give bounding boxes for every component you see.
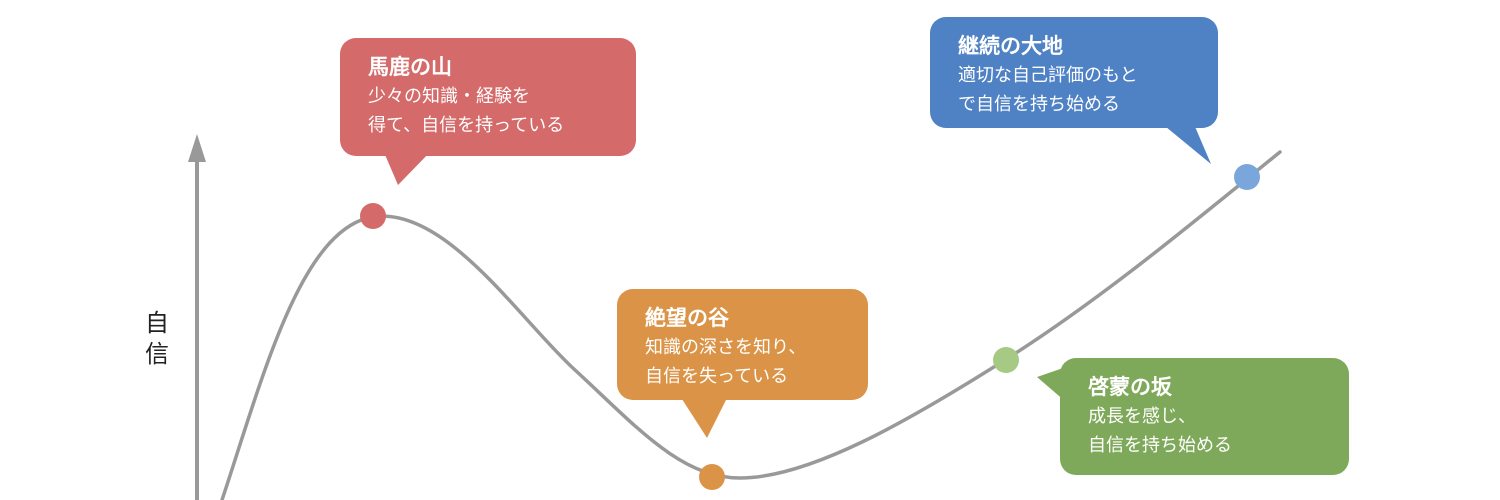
y-axis-label-char: 信: [145, 340, 169, 368]
plateau-callout-line: 適切な自己評価のもと: [958, 65, 1138, 86]
y-axis-arrow-icon: [188, 134, 206, 162]
y-axis-label-char: 自: [145, 309, 169, 337]
valley-callout-tail: [680, 396, 728, 438]
y-axis-label: 自 信: [140, 308, 174, 370]
slope-callout-line: 成長を感じ、: [1088, 406, 1196, 427]
valley-callout: 絶望の谷 知識の深さを知り、 自信を失っている: [617, 289, 868, 400]
valley-callout-title: 絶望の谷: [645, 306, 729, 330]
peak-callout: 馬鹿の山 少々の知識・経験を 得て、自信を持っている: [340, 38, 636, 156]
peak-callout-line: 少々の知識・経験を: [368, 86, 530, 107]
peak-callout-tail: [383, 150, 432, 185]
plateau-callout-line: で自信を持ち始める: [958, 94, 1120, 115]
slope-callout-tail: [1037, 367, 1066, 402]
plateau-marker: [1234, 164, 1260, 190]
valley-callout-line: 自信を失っている: [645, 366, 789, 387]
plateau-callout-tail: [1160, 122, 1211, 164]
peak-callout-title: 馬鹿の山: [368, 55, 452, 79]
peak-callout-line: 得て、自信を持っている: [368, 115, 565, 136]
slope-callout-line: 自信を持ち始める: [1088, 435, 1232, 456]
slope-callout-title: 啓蒙の坂: [1088, 375, 1172, 399]
valley-callout-line: 知識の深さを知り、: [645, 337, 807, 358]
plateau-callout: 継続の大地 適切な自己評価のもと で自信を持ち始める: [930, 17, 1218, 128]
slope-marker: [993, 347, 1019, 373]
valley-marker: [699, 464, 725, 490]
slope-callout: 啓蒙の坂 成長を感じ、 自信を持ち始める: [1060, 358, 1349, 475]
peak-marker: [360, 203, 386, 229]
plateau-callout-title: 継続の大地: [958, 34, 1063, 58]
confidence-curve: [220, 150, 1282, 500]
